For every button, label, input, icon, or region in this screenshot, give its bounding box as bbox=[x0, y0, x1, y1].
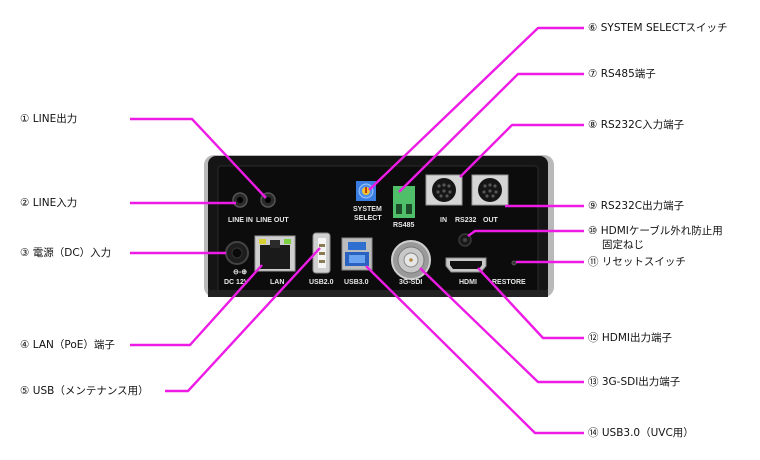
usb3-label: USB3.0 bbox=[344, 279, 369, 286]
callout-line-4 bbox=[130, 264, 263, 347]
dc-polarity-symbol: ⊖-⊕ bbox=[233, 269, 247, 276]
callout-line-in: ② LINE入力 bbox=[20, 197, 78, 209]
callout-line-14 bbox=[365, 265, 584, 435]
usb2-port bbox=[312, 232, 331, 274]
callout-hdmi-screw: ⑩ HDMIケーブル外れ防止用固定ねじ bbox=[588, 225, 723, 251]
hdmi-label: HDMI bbox=[459, 279, 477, 286]
callout-rs232-out: ⑨ RS232C出力端子 bbox=[588, 200, 685, 212]
hdmi-lock-screw bbox=[458, 233, 472, 247]
system-select-dial bbox=[356, 181, 376, 201]
restore-button-hole bbox=[511, 260, 517, 266]
callout-lines bbox=[130, 26, 584, 435]
rs485-terminal bbox=[393, 186, 415, 218]
rs232-in-port bbox=[425, 174, 463, 206]
line-in-jack bbox=[232, 192, 248, 208]
callout-reset-switch: ⑪ リセットスイッチ bbox=[588, 256, 686, 268]
rs232-out-port bbox=[471, 174, 509, 206]
rs232-out-label: OUT bbox=[483, 217, 499, 224]
line-in-label: LINE IN bbox=[228, 217, 253, 224]
callout-line-5 bbox=[165, 247, 321, 393]
usb3-port bbox=[341, 237, 373, 271]
callout-usb3-uvc: ⑭ USB3.0（UVC用） bbox=[588, 427, 694, 439]
callout-line-1 bbox=[130, 117, 267, 199]
callout-rs485: ⑦ RS485端子 bbox=[588, 68, 656, 80]
callout-rs232-in: ⑧ RS232C入力端子 bbox=[588, 119, 685, 131]
callout-usb-maintenance: ⑤ USB（メンテナンス用） bbox=[20, 385, 149, 397]
usb2-label: USB2.0 bbox=[309, 279, 334, 286]
callout-line-8 bbox=[459, 123, 584, 178]
hdmi-port bbox=[445, 257, 487, 273]
callout-line-12 bbox=[477, 267, 584, 340]
sdi-label: 3G-SDI bbox=[399, 279, 422, 286]
callout-line-10 bbox=[467, 229, 584, 237]
dc-label: DC 12V bbox=[224, 279, 249, 286]
callout-system-select: ⑥ SYSTEM SELECTスイッチ bbox=[588, 22, 728, 34]
system-select-label-1: SYSTEM bbox=[353, 206, 382, 213]
callout-line-out: ① LINE出力 bbox=[20, 113, 78, 125]
callout-lan: ④ LAN（PoE）端子 bbox=[20, 339, 115, 351]
callout-sdi-out: ⑬ 3G-SDI出力端子 bbox=[588, 376, 681, 388]
rs485-label: RS485 bbox=[393, 222, 415, 229]
restore-label: RESTORE bbox=[492, 279, 526, 286]
rs232-in-label: IN bbox=[440, 217, 447, 224]
rs232-label: RS232 bbox=[455, 217, 477, 224]
line-out-label: LINE OUT bbox=[256, 217, 289, 224]
dc-power-jack bbox=[225, 241, 249, 265]
callout-hdmi-out: ⑫ HDMI出力端子 bbox=[588, 332, 672, 344]
callout-line-7 bbox=[398, 72, 584, 193]
callout-line-13 bbox=[419, 267, 584, 384]
callout-line-6 bbox=[368, 26, 584, 191]
sdi-bnc-port bbox=[391, 240, 431, 280]
system-select-label-2: SELECT bbox=[354, 215, 382, 222]
lan-label: LAN bbox=[270, 279, 284, 286]
callout-dc-power: ③ 電源（DC）入力 bbox=[20, 247, 112, 259]
